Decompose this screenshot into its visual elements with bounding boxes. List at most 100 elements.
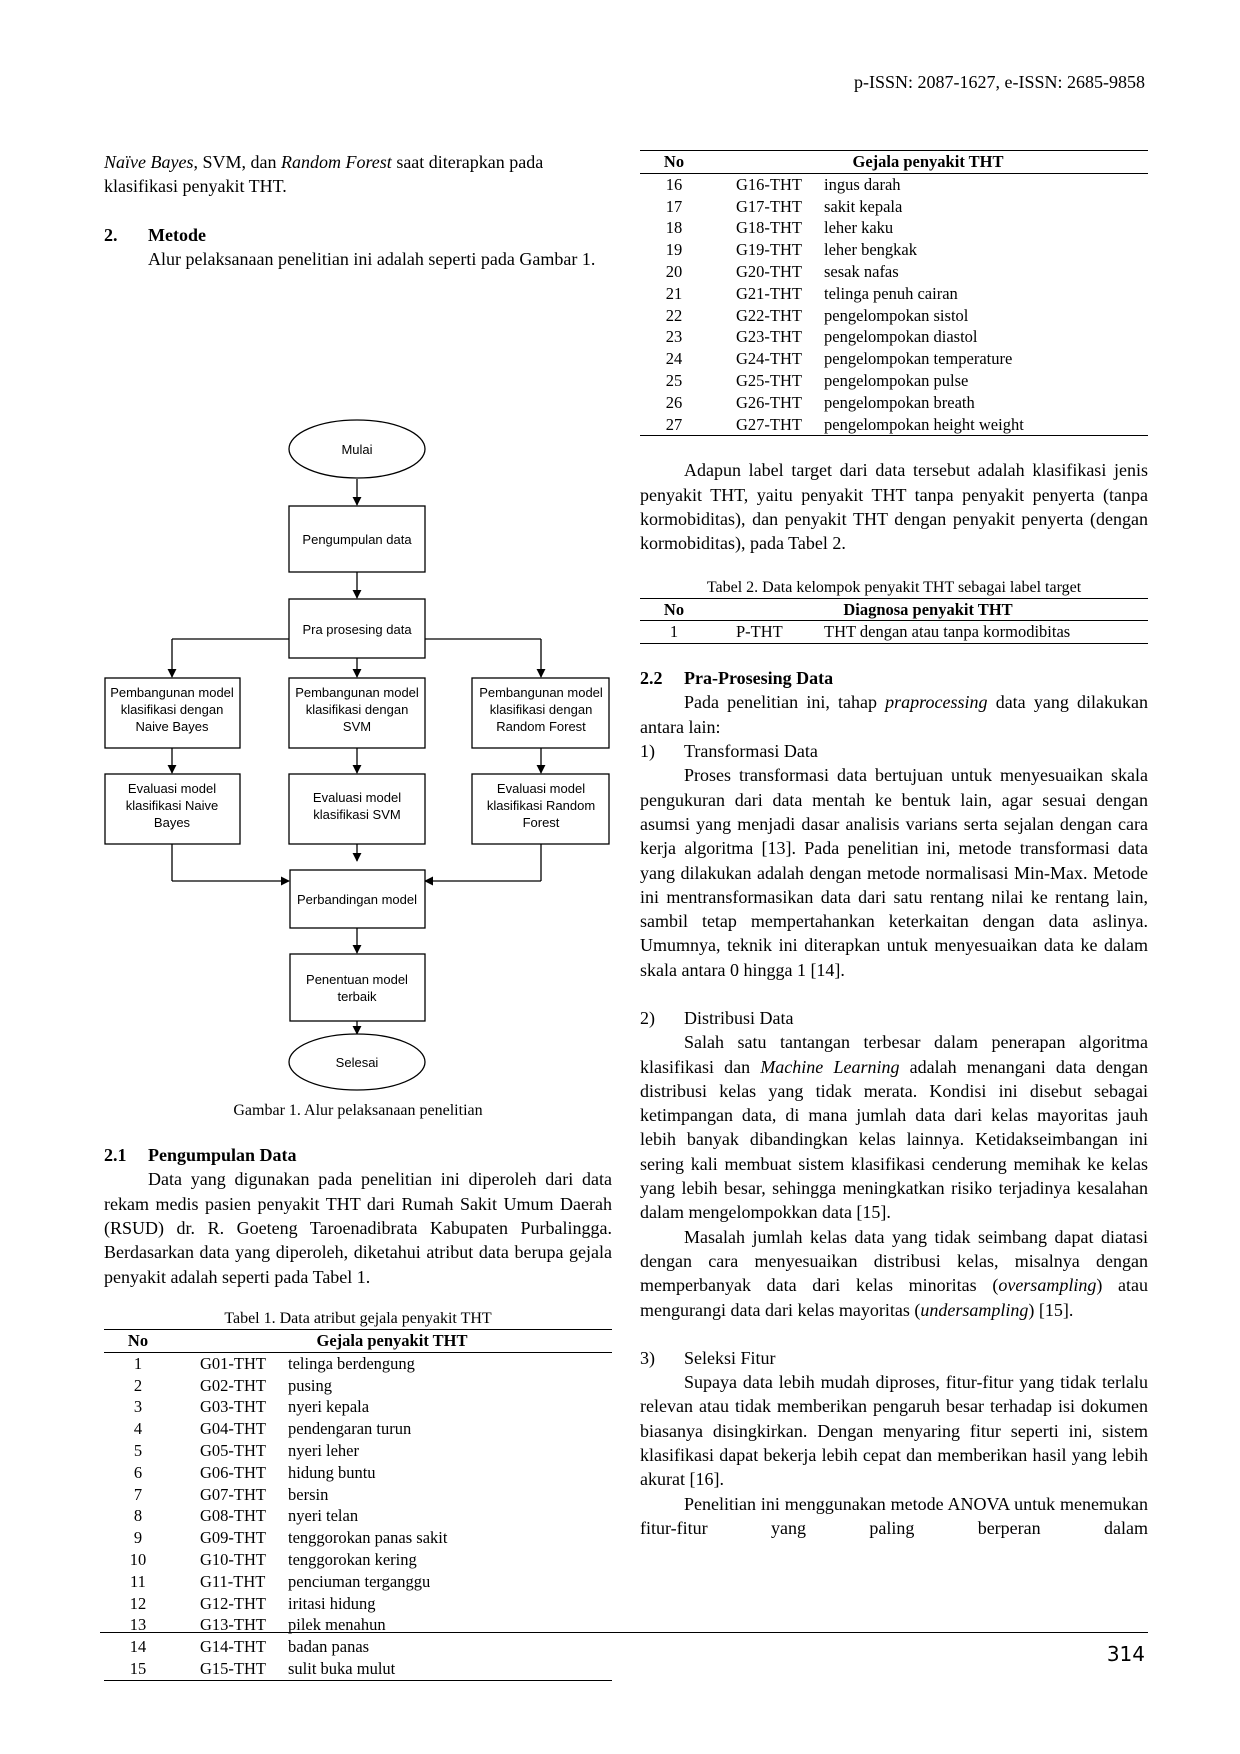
col-header-symptom: Gejala penyakit THT (708, 150, 1148, 174)
cell-text: tenggorokan panas sakit (288, 1528, 448, 1548)
flow-nb-eval-l3: Bayes (154, 815, 191, 830)
flow-svm-build-node (288, 677, 426, 749)
page-number: 314 (1106, 1642, 1145, 1666)
item-title: Transformasi Data (684, 741, 818, 762)
cell-no: 12 (129, 1593, 147, 1613)
cell-code: G09-THT (200, 1528, 266, 1548)
flow-best-node (289, 953, 426, 1022)
cell-text: tenggorokan kering (288, 1549, 417, 1569)
section-title: Pengumpulan Data (148, 1145, 297, 1166)
cell-text: pengelompokan pulse (824, 370, 969, 390)
flow-svm-eval-l2: klasifikasi SVM (313, 807, 400, 822)
text: Salah satu tantangan terbesar dalam pene… (640, 1032, 1148, 1077)
flow-preproc-label: Pra prosesing data (302, 622, 412, 637)
cell-no: 15 (104, 1657, 172, 1681)
flowchart-figure: Mulai Pengumpulan data Pra prosesing dat… (104, 419, 610, 886)
flow-nb-eval-l1: Evaluasi model (128, 781, 216, 796)
flow-nb-build-l3: Naive Bayes (136, 719, 209, 734)
flow-rf-eval-l1: Evaluasi model (497, 781, 585, 796)
cell-text: sakit kepala (824, 196, 903, 216)
cell-code: G18-THT (736, 218, 802, 238)
cell-no: 18 (665, 218, 683, 238)
label-target-paragraph: Adapun label target dari data tersebut a… (640, 460, 1148, 554)
cell-text: pilek menahun (288, 1615, 386, 1635)
col-header-diagnosis: Diagnosa penyakit THT (708, 597, 1148, 622)
cell-text: nyeri telan (288, 1506, 359, 1526)
col-header-no: No (104, 1328, 172, 1353)
cell-text: pendengaran turun (288, 1419, 412, 1439)
cell-no: 25 (665, 370, 683, 390)
intro-text-line2: klasifikasi penyakit THT. (104, 176, 287, 197)
section-2-1-heading: 2.1 Pengumpulan Data (104, 1143, 612, 1167)
item-number: 2) (640, 1008, 655, 1028)
flow-compare-node (289, 869, 426, 929)
flow-collect-node (288, 505, 426, 573)
flow-end-label: Selesai (336, 1055, 379, 1070)
cell-no: 9 (133, 1528, 143, 1548)
item-title: Distribusi Data (684, 1008, 794, 1028)
cell-code: G12-THT (200, 1593, 266, 1613)
cell-code: G26-THT (736, 392, 802, 412)
item-number: 1) (640, 741, 655, 762)
flow-nb-build-l2: klasifikasi dengan (121, 702, 224, 717)
em-text: Machine Learning (760, 1056, 900, 1077)
item-2-heading: 2) Distribusi Data (640, 1006, 1148, 1030)
table-row: 9 G09-THT tenggorokan panas sakit (104, 1527, 612, 1549)
cell-text: THT dengan atau tanpa kormodibitas (820, 620, 1148, 645)
flowchart-figure-lower: Perbandingan model Penentuan model terba… (288, 869, 426, 1091)
cell-code: G24-THT (736, 349, 802, 369)
cell-no: 20 (665, 261, 683, 281)
cell-text: bersin (288, 1484, 329, 1504)
cell-code: G15-THT (172, 1657, 284, 1681)
table-header-row: No Gejala penyakit THT (104, 1328, 612, 1353)
cell-text: nyeri kepala (288, 1397, 370, 1417)
flow-best-l1: Penentuan model (306, 972, 408, 987)
cell-no: 17 (665, 196, 683, 216)
flow-rf-build-l2: klasifikasi dengan (490, 702, 593, 717)
cell-no: 21 (665, 283, 683, 303)
cell-no: 6 (133, 1462, 143, 1482)
cell-no: 4 (133, 1419, 143, 1439)
cell-code: G10-THT (200, 1549, 266, 1569)
cell-code: G08-THT (200, 1506, 266, 1526)
cell-code: G06-THT (200, 1462, 266, 1482)
section-number: 2.1 (104, 1145, 127, 1166)
flow-svm-build-l2: klasifikasi dengan (306, 702, 409, 717)
intro-em-naive-bayes: Naïve Bayes (104, 152, 194, 172)
cell-text: leher kaku (824, 218, 894, 238)
table-row: 6 G06-THT hidung buntu (104, 1462, 612, 1484)
cell-no: 27 (640, 413, 708, 437)
cell-code: G16-THT (736, 174, 802, 194)
flow-svm-build-l3: SVM (343, 719, 371, 734)
item-title: Seleksi Fitur (684, 1347, 776, 1368)
cell-code: G21-THT (736, 283, 802, 303)
intro-text-mid: , SVM, dan (193, 152, 281, 172)
section-title: Metode (148, 224, 206, 245)
cell-code: G13-THT (200, 1615, 266, 1635)
cell-no: 22 (665, 305, 683, 325)
flow-rf-build-l3: Random Forest (496, 719, 586, 734)
flow-nb-build-l1: Pembangunan model (110, 685, 234, 700)
section-number: 2. (104, 224, 118, 245)
table-header-row: No Diagnosa penyakit THT (640, 597, 1148, 622)
flow-nb-eval-node (104, 773, 241, 845)
flow-end-node (288, 1033, 426, 1091)
cell-text: pusing (288, 1375, 333, 1395)
cell-text: hidung buntu (288, 1462, 376, 1482)
flow-rf-eval-node (471, 773, 610, 845)
